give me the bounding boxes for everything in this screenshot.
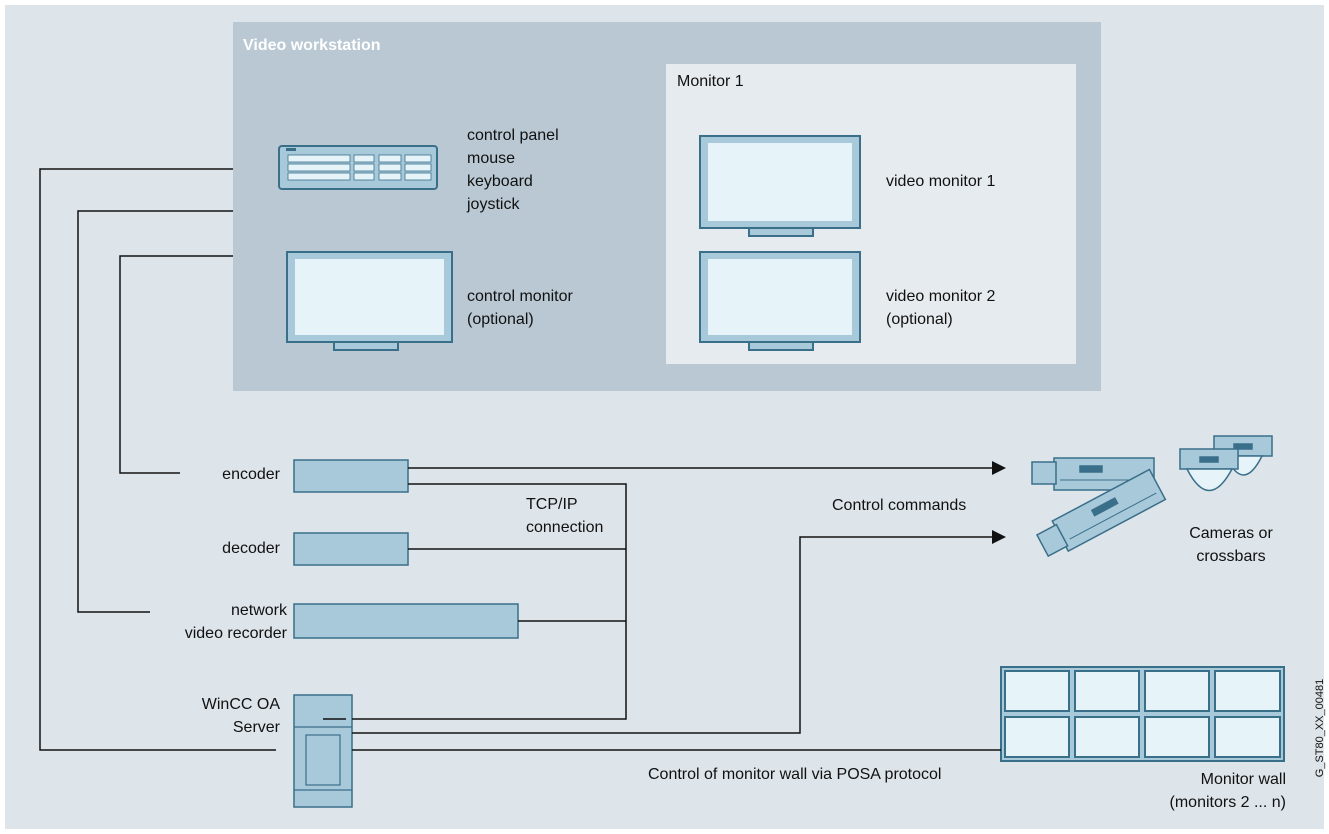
control-monitor-label-line1: control monitor xyxy=(467,288,573,305)
monitor-group-title: Monitor 1 xyxy=(677,73,744,90)
video-monitor-1-label: video monitor 1 xyxy=(886,173,996,190)
cameras-icon xyxy=(1031,435,1273,558)
control-monitor-label-line2: (optional) xyxy=(467,311,534,328)
control-commands-label: Control commands xyxy=(832,497,967,514)
cameras-label: Cameras or crossbars xyxy=(1166,522,1296,568)
monitor-wall-icon xyxy=(1000,666,1285,762)
monitor-wall-label-line2: (monitors 2 ... n) xyxy=(1169,794,1286,811)
encoder-box xyxy=(293,459,409,493)
cameras-label-line1: Cameras or xyxy=(1189,525,1273,542)
encoder-label: encoder xyxy=(222,466,280,483)
control-commands-line xyxy=(352,536,992,734)
cameras-label-line2: crossbars xyxy=(1196,548,1266,565)
nvr-label: network video recorder xyxy=(140,599,287,645)
monitor-wall-label-line1: Monitor wall xyxy=(1200,771,1286,788)
input-devices-label: control panel mouse keyboard joystick xyxy=(467,124,559,216)
tcpip-bus xyxy=(352,483,627,720)
decoder-box xyxy=(293,532,409,566)
server-label: WinCC OA Server xyxy=(150,693,280,739)
video-monitor-2-label-line2: (optional) xyxy=(886,311,953,328)
line-input-to-server xyxy=(39,168,276,751)
arrowhead-control xyxy=(992,530,1006,544)
decoder-label: decoder xyxy=(222,540,280,557)
monitor-wall-control-label: Control of monitor wall via POSA protoco… xyxy=(648,766,942,783)
workstation-title: Video workstation xyxy=(243,37,381,54)
video-monitor-2-icon xyxy=(699,251,861,351)
input-device-joystick: joystick xyxy=(467,196,520,213)
server-label-line2: Server xyxy=(232,719,280,736)
server-icon xyxy=(293,694,353,808)
tcpip-label-line2: connection xyxy=(526,519,604,536)
video-monitor-2-label: video monitor 2 (optional) xyxy=(886,285,995,331)
control-monitor-icon xyxy=(286,251,453,351)
nvr-box xyxy=(293,603,519,639)
nvr-label-line1: network xyxy=(230,602,287,619)
arrowhead-encoder xyxy=(992,461,1006,475)
tcpip-label: TCP/IP connection xyxy=(526,493,603,539)
input-device-control-panel: control panel xyxy=(467,127,559,144)
monitor-wall-label: Monitor wall (monitors 2 ... n) xyxy=(1120,768,1286,814)
input-device-mouse: mouse xyxy=(467,150,516,167)
figure-id: G_ST80_XX_00481 xyxy=(1314,678,1326,778)
tcpip-label-line1: TCP/IP xyxy=(526,496,578,513)
nvr-label-line2: video recorder xyxy=(184,625,287,642)
video-monitor-2-label-line1: video monitor 2 xyxy=(886,288,996,305)
keyboard-icon xyxy=(278,145,438,190)
connection-lines xyxy=(39,168,1001,751)
line-monitor-to-encoder xyxy=(119,255,233,474)
control-monitor-label: control monitor (optional) xyxy=(467,285,573,331)
server-label-line1: WinCC OA xyxy=(201,696,280,713)
video-monitor-1-icon xyxy=(699,135,861,237)
input-device-keyboard: keyboard xyxy=(467,173,533,190)
line-input-to-nvr xyxy=(77,210,233,613)
